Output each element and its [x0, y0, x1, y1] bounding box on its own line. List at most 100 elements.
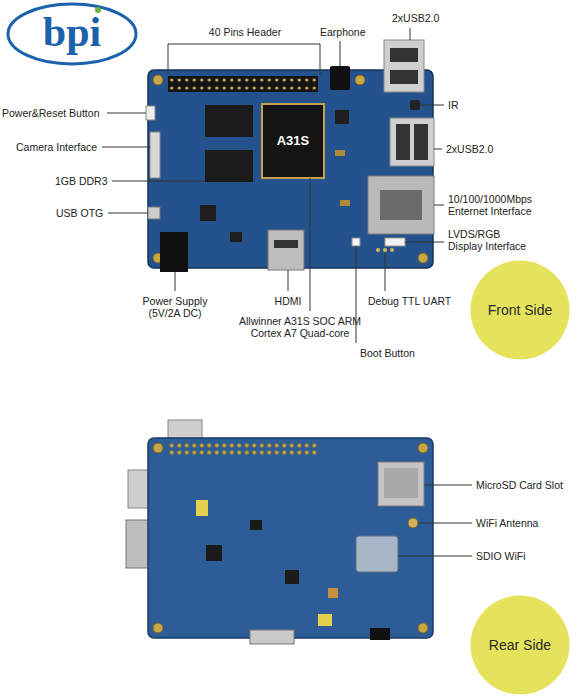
- ethernet-socket: [380, 190, 422, 220]
- rear-board: [126, 420, 433, 644]
- logo: [8, 4, 136, 64]
- mount-hole: [153, 623, 163, 633]
- wifi-module: [356, 536, 398, 572]
- mount-hole: [153, 75, 163, 85]
- leader-lines: [102, 28, 472, 556]
- part-label: 2xUSB2.0: [392, 12, 439, 24]
- part-label: WiFi Antenna: [476, 517, 538, 529]
- camera-connector: [150, 132, 160, 178]
- uart-pin: [383, 248, 387, 252]
- power-button: [146, 106, 155, 120]
- mount-hole: [418, 253, 428, 263]
- part-label: 2xUSB2.0: [446, 143, 493, 155]
- power-jack: [160, 232, 188, 272]
- sd-slot-inner: [384, 468, 418, 498]
- part-label: Power Supply (5V/2A DC): [139, 295, 211, 319]
- logo-text: bpi: [43, 10, 101, 54]
- part-label: Power&Reset Button: [2, 107, 99, 119]
- small-chip: [206, 545, 222, 561]
- header-holes: [168, 442, 318, 456]
- usb-port: [384, 40, 424, 92]
- leader-line: [418, 523, 472, 524]
- antenna-connector: [408, 518, 418, 528]
- leader-line: [102, 147, 150, 148]
- part-label: Earphone: [320, 26, 366, 38]
- hdmi-port: [268, 230, 304, 270]
- badge-circle: [471, 261, 570, 360]
- pin-header: [168, 76, 318, 92]
- part-label: LVDS/RGB Display Interface: [448, 228, 532, 252]
- micro-usb: [148, 207, 160, 219]
- boot-button: [352, 238, 360, 246]
- usb-port: [128, 470, 150, 508]
- smd-part: [318, 614, 332, 626]
- part-label: IR: [448, 99, 459, 111]
- part-label: 10/100/1000Mbps Enternet Interface: [448, 193, 540, 217]
- uart-pin: [390, 248, 394, 252]
- leader-line: [424, 485, 472, 486]
- mount-hole: [153, 443, 163, 453]
- side-label: Front Side: [488, 302, 553, 318]
- power-jack: [370, 628, 390, 640]
- sd-slot: [378, 462, 424, 506]
- ethernet-port: [368, 176, 434, 234]
- small-chip: [200, 205, 216, 221]
- header-bracket: [168, 44, 320, 74]
- ir-receiver: [410, 100, 420, 110]
- leader-line: [112, 181, 205, 182]
- leader-line: [398, 556, 472, 557]
- ethernet-port: [126, 520, 150, 568]
- earphone-jack: [330, 66, 350, 90]
- side-label: Rear Side: [489, 637, 551, 653]
- small-chip: [285, 570, 299, 584]
- part-label: Allwinner A31S SOC ARM Cortex A7 Quad-co…: [236, 315, 364, 339]
- side-badge: Rear Side: [470, 595, 570, 695]
- usb-slot: [390, 70, 418, 84]
- leader-line: [434, 205, 444, 206]
- leader-line: [340, 41, 341, 66]
- logo-ring: [8, 4, 136, 64]
- leader-line: [356, 246, 357, 343]
- mount-hole: [355, 75, 365, 85]
- smd-part: [328, 588, 338, 598]
- ram-chip: [205, 150, 253, 182]
- part-label: SDIO WiFi: [476, 550, 526, 562]
- leader-line: [434, 149, 442, 150]
- badge-circle: [471, 596, 570, 695]
- leader-line: [310, 178, 311, 311]
- part-label: Camera Interface: [16, 141, 97, 153]
- hdmi-slot: [274, 240, 298, 248]
- leader-line: [107, 113, 146, 114]
- smd-part: [335, 150, 345, 156]
- lvds-connector: [385, 238, 405, 246]
- mount-hole: [418, 623, 428, 633]
- small-chip: [230, 232, 242, 242]
- usb-port: [390, 118, 434, 166]
- pcb: [148, 438, 433, 638]
- part-label: USB OTG: [56, 207, 103, 219]
- usb-port: [168, 420, 202, 440]
- smd-part: [196, 500, 208, 516]
- part-label: Boot Button: [360, 347, 415, 359]
- front-board: [146, 40, 434, 272]
- usb-slot: [414, 124, 428, 160]
- side-badge: Front Side: [470, 260, 570, 360]
- small-chip: [335, 110, 349, 124]
- leader-line: [385, 253, 386, 291]
- part-label: Debug TTL UART: [368, 295, 451, 307]
- hdmi-port: [250, 630, 294, 644]
- usb-slot: [396, 124, 410, 160]
- small-chip: [250, 520, 262, 530]
- soc-chip: [262, 104, 324, 178]
- usb-slot: [390, 48, 418, 62]
- mount-hole: [418, 443, 428, 453]
- leader-line: [420, 105, 444, 106]
- part-label: 1GB DDR3: [55, 175, 108, 187]
- leader-line: [175, 272, 176, 291]
- part-label: HDMI: [275, 295, 302, 307]
- leader-line: [288, 270, 289, 291]
